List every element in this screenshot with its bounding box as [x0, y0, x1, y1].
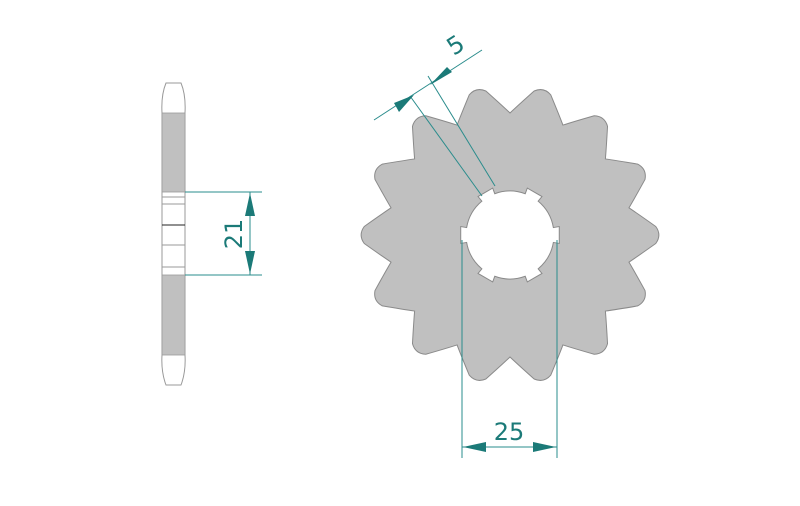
- hub-width-dimension: 21: [185, 191, 262, 276]
- offset-label: 5: [442, 29, 470, 61]
- hub-width-label: 21: [220, 219, 248, 250]
- spline-width-dimension: 25: [461, 240, 558, 458]
- sprocket-body: [360, 89, 660, 381]
- spline-width-label: 25: [494, 418, 525, 446]
- side-view: [161, 82, 186, 386]
